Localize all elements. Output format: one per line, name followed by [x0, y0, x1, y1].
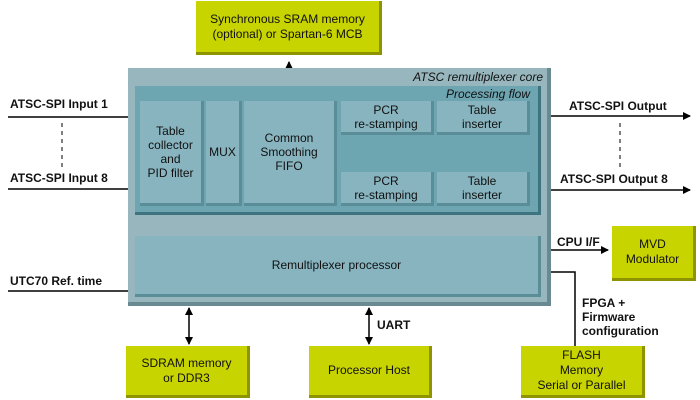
utc-label: UTC70 Ref. time [10, 274, 103, 288]
table-inserter-bottom: Table inserter [437, 172, 530, 206]
mux-block: MUX [206, 101, 242, 206]
sram-memory-box: Synchronous SRAM memory (optional) or Sp… [196, 1, 382, 55]
fpga-config-label: FPGA + Firmware configuration [582, 296, 659, 338]
input-1-label: ATSC-SPI Input 1 [10, 97, 108, 111]
output-8-label: ATSC-SPI Output 8 [560, 172, 668, 186]
table-inserter-top: Table inserter [437, 101, 530, 135]
remultiplexer-processor: Remultiplexer processor [135, 236, 541, 297]
cpu-if-label: CPU I/F [557, 235, 600, 249]
mvd-modulator-box: MVD Modulator [612, 226, 696, 281]
flow-title: Processing flow [445, 87, 530, 101]
sdram-box: SDRAM memory or DDR3 [126, 346, 250, 398]
flash-memory-box: FLASH Memory Serial or Parallel [521, 346, 645, 398]
processor-host-box: Processor Host [309, 346, 432, 398]
pcr-restamping-bottom: PCR re-stamping [341, 172, 434, 206]
fifo-block: Common Smoothing FIFO [244, 101, 337, 206]
uart-label: UART [377, 318, 411, 332]
table-collector-block: Table collector and PID filter [140, 101, 204, 206]
core-title: ATSC remultiplexer core [413, 70, 543, 84]
pcr-restamping-top: PCR re-stamping [341, 101, 434, 135]
fpga-config-line [543, 268, 576, 346]
input-8-label: ATSC-SPI Input 8 [10, 171, 108, 185]
output-1-label: ATSC-SPI Output [569, 99, 667, 113]
